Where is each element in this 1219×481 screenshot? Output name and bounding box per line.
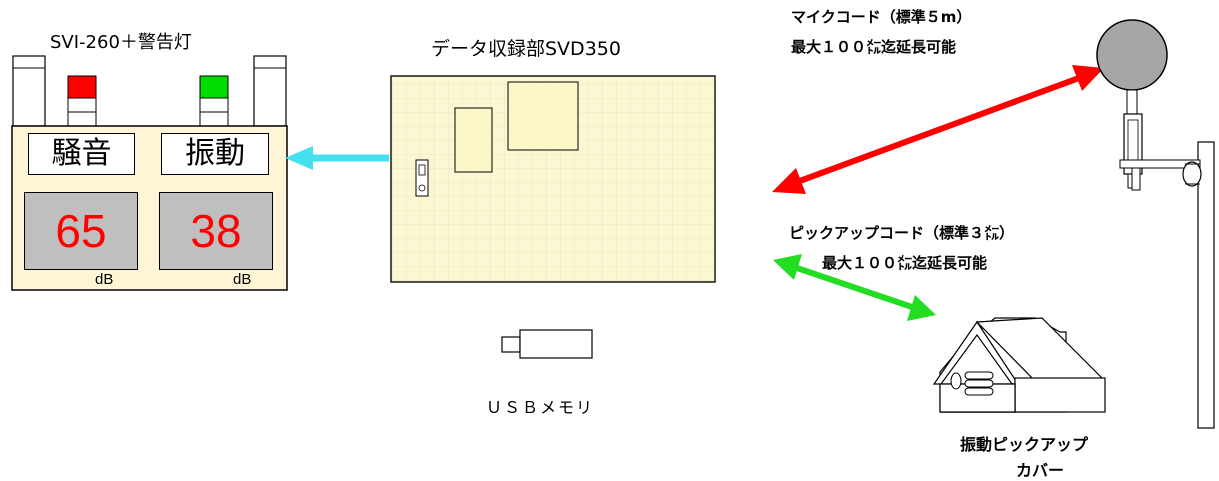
display-title: SVI-260＋警告灯	[50, 32, 192, 53]
display-posts	[12, 55, 287, 127]
vibration-label: 振動	[161, 133, 269, 175]
pickup-cable-text-1: ピックアップコード（標準３㍍）	[789, 224, 1015, 242]
arrow-mic-cable	[772, 65, 1104, 194]
arrow-pickup-cable	[773, 254, 936, 321]
recorder-title: データ収録部SVD350	[431, 38, 621, 60]
mic-cable-text-2: 最大１００㍍迄延長可能	[791, 38, 957, 56]
pickup-cover-label-2: カバー	[1016, 461, 1065, 480]
pickup-cover	[932, 317, 1106, 413]
warning-lamp-green	[199, 75, 229, 127]
pickup-cable-text-2: 最大１００㍍迄延長可能	[822, 254, 988, 272]
noise-label: 騒音	[28, 133, 135, 175]
vibration-readout: 38	[159, 192, 273, 270]
noise-readout: 65	[24, 192, 138, 270]
mic-cable-text-1: マイクコード（標準５m）	[791, 8, 972, 26]
mic-stand	[1119, 141, 1215, 429]
recorder-box	[390, 75, 716, 283]
arrow-recorder-to-display	[285, 146, 389, 170]
vibration-unit: dB	[233, 271, 252, 288]
pickup-cover-label-1: 振動ピックアップ	[960, 435, 1089, 454]
noise-unit: dB	[95, 271, 114, 288]
warning-lamp-red	[67, 75, 97, 127]
usb-memory-icon	[501, 329, 593, 359]
usb-label: ＵＳＢメモリ	[486, 398, 595, 417]
